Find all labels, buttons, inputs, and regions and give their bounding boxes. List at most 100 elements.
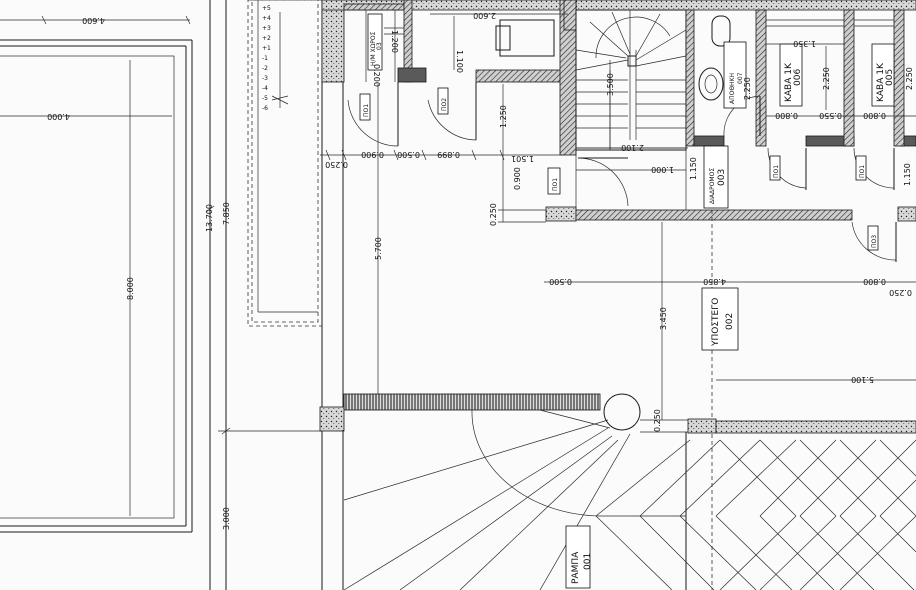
- room-name: ΥΠΟΣΤΕΓΟ: [711, 298, 721, 347]
- stair-mark: -2: [262, 65, 268, 72]
- dim-label: 1.200: [390, 30, 399, 53]
- dim-label: 0.900: [361, 150, 384, 159]
- door-tag: ΠΟ3: [871, 235, 878, 248]
- dim-label: 2.250: [822, 67, 831, 90]
- dim-label: 13.700: [205, 204, 214, 232]
- dim-label: 3.000: [222, 507, 231, 530]
- dim-top-left: 4.600: [0, 15, 191, 25]
- room-name: Η/Μ ΧΩΡΟΣ: [370, 31, 377, 66]
- dim-label: 3.450: [659, 307, 668, 330]
- dim-label: 0.800: [775, 111, 798, 120]
- dim-label: 4.600: [82, 16, 105, 25]
- dim-label: 0.900: [513, 167, 522, 190]
- shaft-room: [365, 0, 427, 83]
- room-label-corridor: ΔΙΑΔΡΟΜΟΣ 003: [703, 145, 729, 209]
- interior-stair: [575, 9, 687, 151]
- room-label-cellar5: ΚΑΒΑ 1Κ 005: [871, 43, 895, 107]
- door-po1-a: ΠΟ1: [347, 82, 399, 147]
- door-storage: [723, 95, 761, 137]
- room-label-cellar6: ΚΑΒΑ 1Κ 006: [779, 43, 803, 107]
- dim-label: 0.250: [489, 203, 498, 226]
- parking-pattern: [595, 439, 916, 590]
- door-po1-cellar: ΠΟ1: [767, 147, 807, 190]
- dim-label: 0.200: [372, 64, 381, 87]
- stair-mark: +3: [262, 25, 271, 32]
- dim-label: 4.850: [703, 277, 726, 286]
- dim-label: 0.550: [819, 111, 842, 120]
- dim-label: 1.150: [689, 157, 698, 180]
- room-label-parking: ΥΠΟΣΤΕΓΟ 002: [701, 210, 739, 590]
- dim-label: 0.500: [397, 150, 420, 159]
- dim-label: 1.100: [455, 50, 464, 73]
- room-name: ΡΑΜΠΑ: [571, 551, 581, 584]
- door-tag: ΠΟ1: [552, 178, 559, 191]
- dim-sub-heights: 7.850 3.000: [218, 0, 322, 590]
- dim-label: 3.500: [606, 73, 615, 96]
- stair-mark: -6: [262, 105, 268, 112]
- room-number: 001: [583, 553, 593, 570]
- dim-label: 0.800: [863, 111, 886, 120]
- door-tag: ΠΟ1: [363, 104, 370, 117]
- dim-label: 0.250: [653, 409, 662, 432]
- door-po2: ΠΟ2: [427, 82, 477, 141]
- door-po1-corridor: ΠΟ1: [547, 157, 629, 207]
- dim-label: 1.000: [651, 165, 674, 174]
- stair-mark: +1: [262, 45, 271, 52]
- stair-mark: -5: [262, 95, 268, 102]
- ramp-area: ΡΑΜΠΑ 001: [319, 393, 916, 590]
- dim-label: 0.250: [325, 160, 348, 169]
- door-po1-cellar-b: ΠΟ1: [853, 147, 895, 190]
- dim-label: 1.250: [499, 105, 508, 128]
- dim-chain-upper: 0.250 0.900 0.500 0.899 1.501 2.100 1.00…: [320, 11, 912, 226]
- room-number: 03: [376, 42, 383, 50]
- main-walls: [321, 0, 916, 590]
- dim-chain-mid: 0.500 4.850 0.800 0.250 3.450 5.700 5.10…: [374, 84, 916, 432]
- dim-label: 1.150: [903, 163, 912, 186]
- dim-label: 2.600: [473, 11, 496, 20]
- dim-label: 4.000: [47, 112, 70, 121]
- stair-mark: -4: [262, 85, 268, 92]
- dim-overall-height: 13.700: [205, 0, 215, 590]
- upper-walls: [430, 0, 577, 156]
- room-number: 002: [725, 313, 735, 330]
- dim-label: 8.000: [126, 277, 135, 300]
- room-name: ΔΙΑΔΡΟΜΟΣ: [709, 168, 716, 204]
- stair-mark: +2: [262, 35, 271, 42]
- room-number: 006: [793, 69, 803, 86]
- room-label-shaft: Η/Μ ΧΩΡΟΣ 03: [367, 13, 383, 71]
- door-tag: ΠΟ2: [441, 98, 448, 111]
- room-name: ΑΠΟΘΗΚΗ: [729, 73, 736, 104]
- stair-mark: -3: [262, 75, 268, 82]
- stair-mark: +5: [262, 5, 271, 12]
- room-number: 007: [737, 72, 744, 84]
- left-room: [0, 39, 193, 533]
- door-tag: ΠΟ1: [859, 165, 866, 178]
- dim-label: 5.700: [374, 237, 383, 260]
- dim-label: 0.250: [889, 288, 912, 297]
- dim-chain-right: 1.350 2.250 2.250 2.250 0.800 0.550 0.80…: [743, 39, 916, 120]
- room-label-storage: ΑΠΟΘΗΚΗ 007: [723, 41, 747, 109]
- dim-label: 1.501: [511, 154, 534, 163]
- door-po3: ΠΟ3: [851, 221, 897, 262]
- dim-label: 5.100: [851, 375, 874, 384]
- dim-left-width: 4.000: [0, 112, 172, 121]
- room-number: 005: [885, 69, 895, 86]
- dim-label: 0.899: [437, 150, 460, 159]
- dim-left-height: 8.000: [126, 60, 135, 516]
- dim-label: 0.800: [863, 277, 886, 286]
- dim-label: 2.250: [743, 77, 752, 100]
- door-tag: ΠΟ1: [773, 165, 780, 178]
- room-name: ΚΑΒΑ 1Κ: [876, 62, 886, 102]
- dim-label: 2.250: [905, 67, 914, 90]
- stair-mark: +4: [262, 15, 271, 22]
- dim-label: 2.100: [621, 143, 644, 152]
- room-name: ΚΑΒΑ 1Κ: [784, 62, 794, 102]
- room-number: 003: [717, 169, 727, 186]
- exterior-stair: [247, 0, 323, 327]
- dim-label: 0.500: [549, 277, 572, 286]
- stair-mark: -1: [262, 55, 268, 62]
- dim-label: 7.850: [222, 202, 231, 225]
- dim-label: 1.350: [793, 39, 816, 48]
- stair-marks: +5 +4 +3 +2 +1 -1 -2 -3 -4 -5 -6: [262, 5, 271, 112]
